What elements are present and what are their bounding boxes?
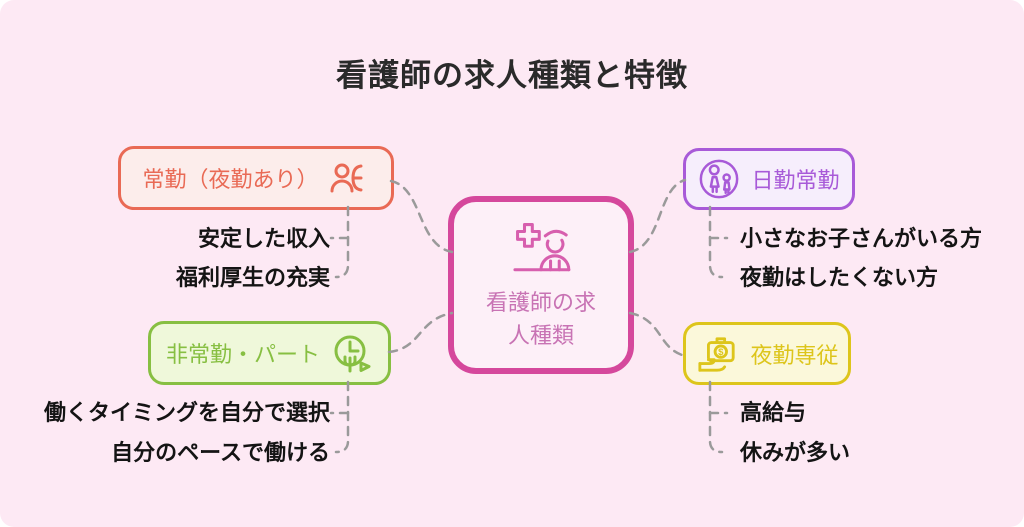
connector-fulltime-to-center — [389, 179, 454, 254]
connector-dayshift-items — [708, 205, 724, 279]
branch-label-night-shift-only: 夜勤専従 — [750, 342, 839, 368]
item-many-days-off: 休みが多い — [740, 440, 851, 465]
item-own-pace: 自分のペースで働ける — [111, 440, 330, 465]
center-label: 看護師の求 人種類 — [486, 286, 596, 352]
branch-label-fulltime-with-night-shift: 常勤（夜勤あり） — [142, 167, 319, 192]
svg-text:$: $ — [719, 346, 725, 357]
branch-label-parttime: 非常勤・パート — [165, 342, 320, 367]
connector-center-to-dayshift — [628, 178, 687, 254]
shift-worker-icon — [330, 160, 370, 196]
branch-node-fulltime-with-night-shift: 常勤（夜勤あり） — [118, 146, 394, 210]
nurse-icon — [508, 219, 574, 282]
branch-node-day-shift-fulltime: 日勤常勤 — [683, 148, 855, 210]
center-node-job-types: 看護師の求 人種類 — [448, 196, 634, 374]
item-welfare-benefits: 福利厚生の充実 — [175, 265, 330, 290]
item-high-salary: 高給与 — [740, 400, 807, 425]
connector-nightonly-items — [708, 380, 724, 454]
branch-node-night-shift-only: $ 夜勤専従 — [683, 322, 851, 385]
item-choose-timing: 働くタイミングを自分で選択 — [43, 400, 330, 425]
connector-fulltime-items — [334, 205, 350, 279]
center-label-line2: 人種類 — [507, 322, 574, 348]
connector-center-to-nightonly — [628, 311, 687, 358]
center-label-line1: 看護師の求 — [485, 289, 596, 315]
item-small-children: 小さなお子さんがいる方 — [740, 226, 983, 251]
parent-child-icon — [698, 158, 740, 200]
diagram-title: 看護師の求人種類と特徴 — [336, 58, 688, 93]
item-stable-income: 安定した収入 — [197, 226, 330, 251]
money-bag-icon: $ — [695, 334, 739, 374]
connector-parttime-to-center — [387, 311, 454, 354]
connector-parttime-items — [334, 380, 350, 454]
item-no-night-shift: 夜勤はしたくない方 — [740, 265, 939, 290]
branch-label-day-shift-fulltime: 日勤常勤 — [751, 168, 840, 193]
branch-node-parttime: 非常勤・パート — [148, 321, 391, 385]
flexible-time-icon — [331, 333, 373, 373]
